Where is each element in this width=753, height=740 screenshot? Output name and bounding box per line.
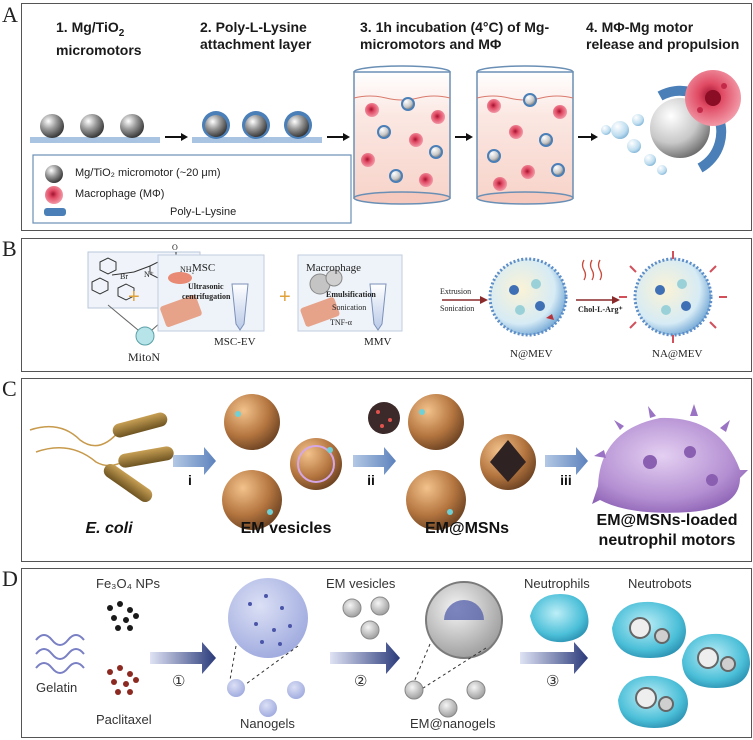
na-mev-label: NA@MEV <box>652 348 703 360</box>
gelatin-label: Gelatin <box>36 680 78 695</box>
sonication-label: Sonication <box>332 303 367 312</box>
mitoN-structure <box>91 252 177 301</box>
tnf-label: TNF-α <box>330 318 352 327</box>
step-2-label: ② <box>354 673 368 690</box>
arrow-c-ii <box>353 447 396 475</box>
panel-letter-a: A <box>2 2 18 27</box>
panel-letter-c: C <box>2 376 17 401</box>
msc-ev-tube-icon <box>231 283 249 331</box>
step-iii-label: iii <box>560 472 572 488</box>
arrow-c-iii <box>545 447 588 475</box>
gelatin-strands <box>35 634 85 674</box>
mitoN-label: MitoN <box>128 350 161 364</box>
beaker-contents <box>361 93 567 191</box>
macrophage-mg-motor <box>601 70 741 175</box>
neutrobots-label: Neutrobots <box>628 576 692 591</box>
plus-sign-1: + <box>128 286 140 308</box>
msc-cell-icon <box>168 272 192 284</box>
mitoN-line-left <box>107 304 139 331</box>
legend-micromotor: Mg/TiO₂ micromotor (~20 μm) <box>75 167 221 179</box>
em-msns <box>406 394 536 530</box>
ecoli-label: E. coli <box>85 520 133 537</box>
legend-box <box>32 154 352 224</box>
o-label: O <box>172 243 178 252</box>
step-1-label: ① <box>172 673 186 690</box>
loaded-motors-label-2: neutrophil motors <box>598 532 736 549</box>
e-coli-bacteria <box>29 412 174 503</box>
ultrasonic-label: Ultrasonic <box>188 282 224 291</box>
step-ii-label: ii <box>367 472 375 488</box>
mitoN-particle-icon <box>135 326 155 346</box>
micromotor <box>40 114 64 138</box>
arrow-d-1 <box>150 642 216 674</box>
micromotor <box>80 114 104 138</box>
legend-pll-icon <box>44 208 66 216</box>
msn-particle-icon <box>368 402 400 434</box>
neutrophils-label: Neutrophils <box>524 576 590 591</box>
neutrophil-cell <box>530 594 589 643</box>
nanogels-label: Nanogels <box>240 716 295 731</box>
centrifugation-label: centrifugation <box>182 292 231 301</box>
br-label: Br <box>120 272 128 281</box>
mmv-tube-icon <box>369 283 387 331</box>
em-nanogels-label: EM@nanogels <box>410 716 496 731</box>
em-nanogels <box>404 581 503 718</box>
beaker-1 <box>353 65 451 205</box>
em-msns-label: EM@MSNs <box>424 520 510 537</box>
legend-poly-l-lysine: Poly-L-Lysine <box>170 206 237 218</box>
arrow-c-i <box>173 447 216 475</box>
nh2-label: NH₂ <box>180 265 195 274</box>
nanogels <box>227 578 308 717</box>
chol-label: Chol-L-Arg⁺ <box>578 305 623 314</box>
paclitaxel-particles <box>107 665 139 695</box>
extrusion-label: Extrusion <box>440 287 472 296</box>
n-plus-label: N⁺ <box>144 270 154 279</box>
micromotor <box>120 114 144 138</box>
paclitaxel-label: Paclitaxel <box>96 712 152 727</box>
fe3o4-label: Fe₃O₄ NPs <box>96 576 161 591</box>
em-vesicles-d-label: EM vesicles <box>326 576 396 591</box>
step-a1-label: 1. Mg/TiO2 micromotors <box>56 19 142 58</box>
step-i-label: i <box>188 472 192 488</box>
legend-macrophage-icon <box>45 186 63 204</box>
n-mev-label: N@MEV <box>510 348 553 360</box>
legend-micromotor-icon <box>45 165 63 183</box>
substrate-1 <box>30 137 160 143</box>
substrate-2 <box>192 137 322 143</box>
macrophage-label: Macrophage <box>306 262 361 274</box>
step-3-label: ③ <box>546 673 560 690</box>
flask-icon <box>300 297 340 327</box>
heat-icon <box>581 259 603 281</box>
arrow-d-2 <box>330 642 400 674</box>
sonication-label-2: Sonication <box>440 304 475 313</box>
neutrophil-motor <box>592 404 748 513</box>
loaded-motors-label-1: EM@MSNs-loaded <box>596 512 738 529</box>
em-vesicles <box>222 394 342 530</box>
neutrobots <box>612 601 750 728</box>
msc-ev-label: MSC-EV <box>214 336 256 348</box>
legend-macrophage: Macrophage (MΦ) <box>75 188 165 200</box>
panel-letter-b: B <box>2 236 17 261</box>
em-vesicles-small <box>342 596 390 640</box>
step-a3-label: 3. 1h incubation (4°C) of Mg-micromotors… <box>360 19 550 52</box>
fe3o4-nanoparticles <box>107 601 139 631</box>
n-mev-vesicle <box>488 257 568 337</box>
mmv-label: MMV <box>364 336 392 348</box>
plus-sign-2: + <box>279 286 291 308</box>
emulsification-label: Emulsification <box>326 290 376 299</box>
msc-label: MSC <box>192 262 216 274</box>
arrow-d-3 <box>520 642 588 674</box>
em-vesicles-label: EM vesicles <box>240 520 332 537</box>
panel-letter-d: D <box>2 566 18 591</box>
flask-icon <box>160 295 202 327</box>
na-mev-vesicle <box>619 251 727 343</box>
